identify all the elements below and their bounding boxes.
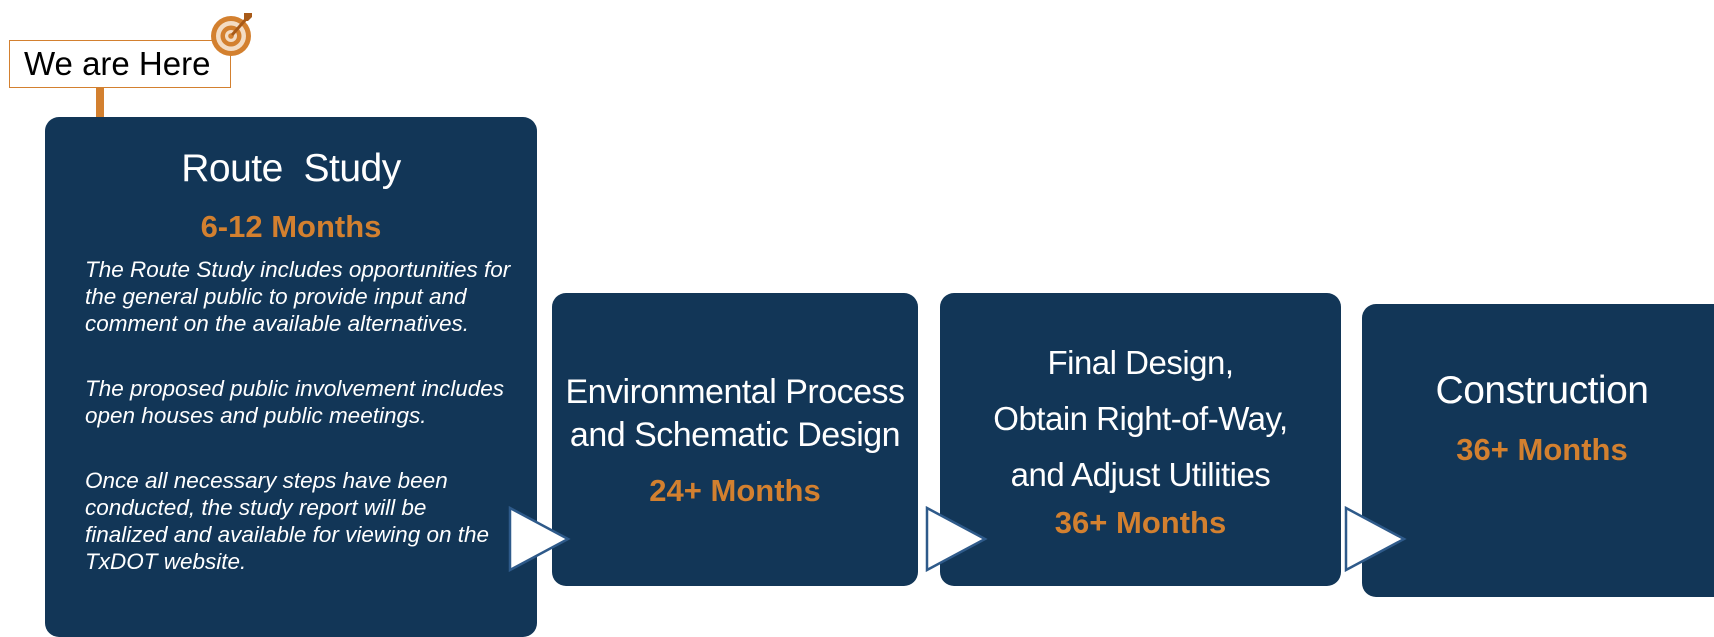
we-are-here-label: We are Here — [9, 40, 231, 88]
phase-construction: Construction 36+ Months — [1362, 304, 1714, 597]
phase-duration: 36+ Months — [1456, 432, 1628, 467]
chevron-right-icon — [925, 506, 988, 572]
phase-route-study: Route Study 6-12 Months The Route Study … — [45, 117, 537, 637]
chevron-right-icon — [1344, 506, 1407, 572]
phase-description: Once all necessary steps have been condu… — [85, 468, 490, 574]
phase-description: The Route Study includes opportunities f… — [85, 257, 511, 336]
phase-duration: 36+ Months — [1054, 505, 1227, 540]
phase-title: Final Design, Obtain Right-of-Way, and A… — [940, 335, 1341, 503]
target-icon — [211, 13, 252, 56]
phase-title: Environmental Process and Schematic Desi… — [552, 371, 918, 457]
phase-title-line: Final Design, — [1047, 344, 1234, 381]
phase-title-line: Obtain Right-of-Way, — [993, 400, 1288, 437]
phase-title: Construction — [1435, 369, 1649, 412]
phase-final-design: Final Design, Obtain Right-of-Way, and A… — [940, 293, 1341, 586]
phase-description: The proposed public involvement includes… — [85, 376, 504, 428]
phase-title: Route Study — [181, 147, 401, 190]
phase-duration: 24+ Months — [649, 473, 821, 508]
phase-title-line: and Schematic Design — [569, 416, 901, 454]
chevron-right-icon — [508, 506, 571, 572]
phase-environmental-schematic: Environmental Process and Schematic Desi… — [552, 293, 918, 586]
phase-title-line: Environmental Process — [565, 373, 905, 411]
phase-duration: 6-12 Months — [200, 209, 382, 244]
phase-title-line: and Adjust Utilities — [1010, 456, 1271, 493]
